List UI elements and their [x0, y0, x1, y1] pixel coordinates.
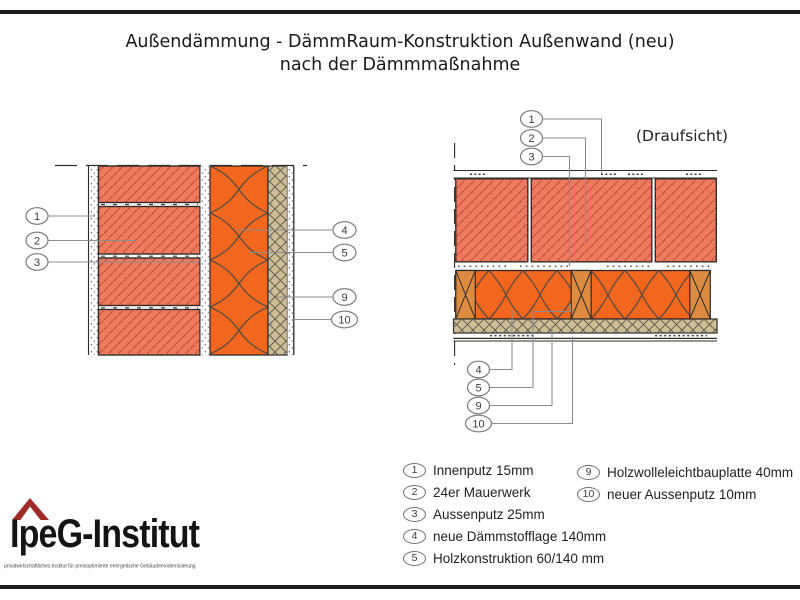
legend-label: neuer Aussenputz 10mm	[607, 486, 757, 502]
legend-label: Holzkonstruktion 60/140 mm	[433, 550, 605, 566]
callout-9: 9	[466, 396, 491, 415]
callout-4: 4	[332, 221, 357, 239]
draufsicht-label: (Draufsicht)	[636, 127, 728, 145]
callout-1-number: 1	[34, 211, 40, 223]
legend-column-2: 9 Holzwolleleichtbauplatte 40mm 10 neuer…	[577, 461, 793, 505]
logo-tagline: privatwirtschaftliches Institut für prei…	[4, 563, 196, 569]
legend-badge: 5	[403, 550, 426, 566]
callout-3: 3	[519, 147, 544, 166]
callout-10-number: 10	[472, 418, 484, 430]
legend-label: neue Dämmstofflage 140mm	[433, 528, 607, 544]
callout-4-number: 4	[475, 364, 481, 376]
callout-2-number: 2	[34, 235, 40, 247]
legend-item: 2 24er Mauerwerk	[403, 481, 606, 503]
logo-wordmark: IpeG-Institut	[10, 512, 200, 556]
legend-item: 4 neue Dämmstofflage 140mm	[403, 525, 606, 547]
daemmstoff-row	[455, 269, 711, 320]
callout-10: 10	[330, 310, 359, 329]
callout-10: 10	[464, 414, 493, 433]
legend-item: 3 Aussenputz 25mm	[403, 503, 606, 525]
title-line-2: nach der Dämmmaßnahme	[279, 55, 521, 75]
leader-line-5	[490, 304, 572, 389]
logo-tagline-wrap: privatwirtschaftliches Institut für prei…	[4, 558, 424, 576]
callout-10-number: 10	[338, 314, 350, 326]
innenputz-layer	[87, 166, 100, 355]
title-line-1: Außendämmung - DämmRaum-Konstruktion Auß…	[125, 32, 675, 52]
leader-line-1	[543, 118, 603, 174]
leader-line-9	[490, 326, 553, 407]
callout-3: 3	[25, 253, 49, 271]
aussenputz-layer	[200, 166, 210, 355]
top-divider	[0, 10, 800, 14]
logo-name-bold: IpeG-	[10, 512, 94, 556]
holz-stud-right	[689, 269, 711, 320]
legend-item: 1 Innenputz 15mm	[403, 459, 606, 481]
legend-badge: 1	[403, 462, 426, 478]
leader-line-10	[490, 336, 574, 425]
leader-line-2	[543, 137, 587, 245]
bottom-divider	[0, 585, 800, 589]
callout-5-number: 5	[475, 382, 481, 394]
legend-label: Innenputz 15mm	[433, 462, 534, 478]
legend-item: 9 Holzwolleleichtbauplatte 40mm	[577, 461, 793, 483]
callout-4-number: 4	[341, 225, 347, 237]
callout-5: 5	[332, 243, 357, 262]
legend-badge: 9	[577, 464, 600, 480]
mauerwerk-layer	[97, 165, 201, 356]
mauerwerk-row	[455, 178, 717, 263]
legend-label: Aussenputz 25mm	[433, 506, 545, 522]
legend-badge: 10	[577, 486, 600, 502]
holzwolleplatte-row	[452, 318, 718, 334]
callout-5: 5	[466, 378, 491, 397]
legend-item: 5 Holzkonstruktion 60/140 mm	[403, 547, 606, 569]
holzwolleplatte-layer	[267, 165, 289, 356]
callout-2-number: 2	[528, 133, 534, 145]
holz-stud-left	[455, 269, 476, 320]
callout-1: 1	[519, 110, 544, 128]
callout-1: 1	[25, 207, 49, 225]
logo-roof-icon	[12, 498, 49, 520]
neuer-aussenputz-row	[453, 334, 717, 342]
leader-line-3	[543, 155, 571, 266]
neuer-aussenputz-layer	[287, 166, 295, 355]
legend-item: 10 neuer Aussenputz 10mm	[577, 483, 793, 505]
section-view-diagram: 1 2 3 4 5 9 10	[25, 164, 359, 356]
legend-label: 24er Mauerwerk	[433, 484, 531, 500]
legend-badge: 2	[403, 484, 426, 500]
callout-3-number: 3	[528, 151, 534, 163]
callout-2: 2	[519, 129, 544, 147]
callout-3-number: 3	[34, 257, 40, 269]
holz-stud-middle	[570, 269, 592, 320]
page-title: Außendämmung - DämmRaum-Konstruktion Auß…	[0, 31, 800, 77]
leader-line-4	[490, 310, 513, 371]
legend-badge: 3	[403, 506, 426, 522]
legend-badge: 4	[403, 528, 426, 544]
callout-9: 9	[332, 288, 357, 306]
logo-name-rest: Institut	[92, 512, 200, 556]
callout-2: 2	[25, 231, 49, 250]
legend-label: Holzwolleleichtbauplatte 40mm	[607, 464, 794, 480]
plan-view-diagram: 1 2 3 4 5 9 10	[452, 110, 718, 433]
callout-5-number: 5	[341, 247, 347, 259]
daemmstoff-layer	[209, 165, 269, 356]
callout-9-number: 9	[341, 292, 347, 304]
callout-1-number: 1	[528, 114, 534, 126]
callout-4: 4	[466, 360, 491, 379]
legend-column-1: 1 Innenputz 15mm 2 24er Mauerwerk 3 Auss…	[403, 459, 606, 569]
callout-9-number: 9	[475, 400, 481, 412]
